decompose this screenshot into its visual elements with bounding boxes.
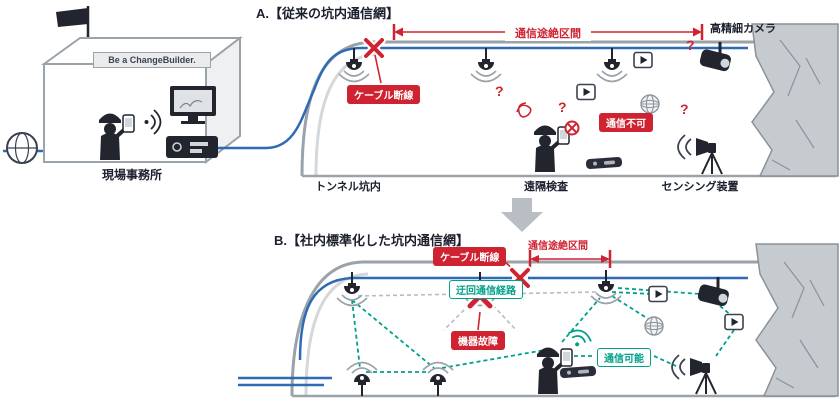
- hd-camera-label-a: 高精細カメラ: [710, 23, 776, 35]
- hd-camera-a-icon: [697, 40, 734, 74]
- play-box-a1-icon: [576, 83, 596, 101]
- phone-error-badge-icon: [564, 120, 580, 136]
- equipment-failure-label-b: 機器故障: [451, 331, 505, 350]
- rock-face-a: [751, 23, 839, 177]
- question-mark-speaker: ?: [680, 101, 689, 117]
- cable-break-pointer-a: [374, 54, 382, 84]
- ceiling-antenna-a2-icon: [470, 47, 502, 83]
- rock-face-b: [755, 243, 839, 397]
- question-mark-worker: ?: [558, 99, 567, 115]
- mesh-links-green: [351, 287, 735, 373]
- globe-icon: [6, 132, 38, 164]
- floor-antenna-b1-icon: [346, 361, 378, 397]
- equipment-failure-pointer: [477, 311, 481, 331]
- floor-antenna-b2-icon: [422, 361, 454, 397]
- recorder-icon: [166, 136, 218, 158]
- outage-span-label-a: 通信途絶区間: [505, 25, 591, 41]
- no-comm-label-a: 通信不可: [599, 113, 653, 132]
- mesh-links-dead: [357, 291, 597, 331]
- section-b-title: B.【社内標準化した坑内通信網】: [274, 233, 470, 248]
- mesh-ball-a-icon: [640, 94, 660, 114]
- comm-ok-label-b: 通信可能: [597, 348, 651, 367]
- hd-camera-b-icon: [695, 275, 732, 309]
- flag-icon: [56, 6, 90, 42]
- tunnel-b-floor-backbone: [238, 376, 332, 387]
- frustration-scribble-icon: [516, 102, 532, 118]
- sensing-speaker-b-icon: [671, 354, 717, 395]
- detour-route-label-b: 迂回通信経路: [449, 280, 523, 299]
- phone-wifi-ok-icon: [564, 326, 595, 352]
- tunnel-label-a: トンネル坑内: [315, 181, 381, 193]
- flow-down-arrow-icon: [501, 198, 543, 232]
- question-mark-camera: ?: [686, 37, 695, 53]
- cable-break-label-a: ケーブル断線: [347, 85, 421, 104]
- sensing-device-label-a: センシング装置: [661, 181, 739, 193]
- ceiling-antenna-a3-icon: [596, 47, 628, 83]
- ceiling-antenna-b3-icon: [590, 269, 622, 305]
- monitor-icon: [170, 86, 216, 124]
- inspector-worker-a-icon: [532, 123, 571, 174]
- sensing-speaker-a-icon: [677, 134, 723, 175]
- cable-break-label-b: ケーブル断線: [433, 247, 507, 266]
- cable-break-x-a-icon: [366, 40, 382, 56]
- play-box-a2-icon: [633, 51, 653, 69]
- tunnel-a-ceiling-cable: [218, 46, 748, 150]
- outage-span-label-b: 通信途絶区間: [528, 241, 588, 252]
- question-mark-antenna: ?: [495, 83, 504, 99]
- tunnel-b-arch-ceiling: [290, 260, 758, 397]
- office-label: 現場事務所: [101, 168, 162, 182]
- play-box-b2-icon: [724, 313, 744, 331]
- section-a-title: A.【従来の坑内通信網】: [256, 6, 400, 21]
- office-banner-text: Be a ChangeBuilder.: [93, 52, 211, 68]
- mesh-ball-b-icon: [644, 316, 664, 336]
- floor-sensor-bar-a-icon: [585, 156, 623, 170]
- remote-inspection-label-a: 遠隔検査: [524, 181, 568, 193]
- tunnel-a-inner-arch: [314, 52, 379, 177]
- floor-sensor-bar-b-icon: [559, 365, 597, 379]
- outage-span-b: [528, 250, 612, 268]
- play-box-b1-icon: [648, 285, 668, 303]
- tunnel-b-ceiling-cable-left: [298, 276, 512, 361]
